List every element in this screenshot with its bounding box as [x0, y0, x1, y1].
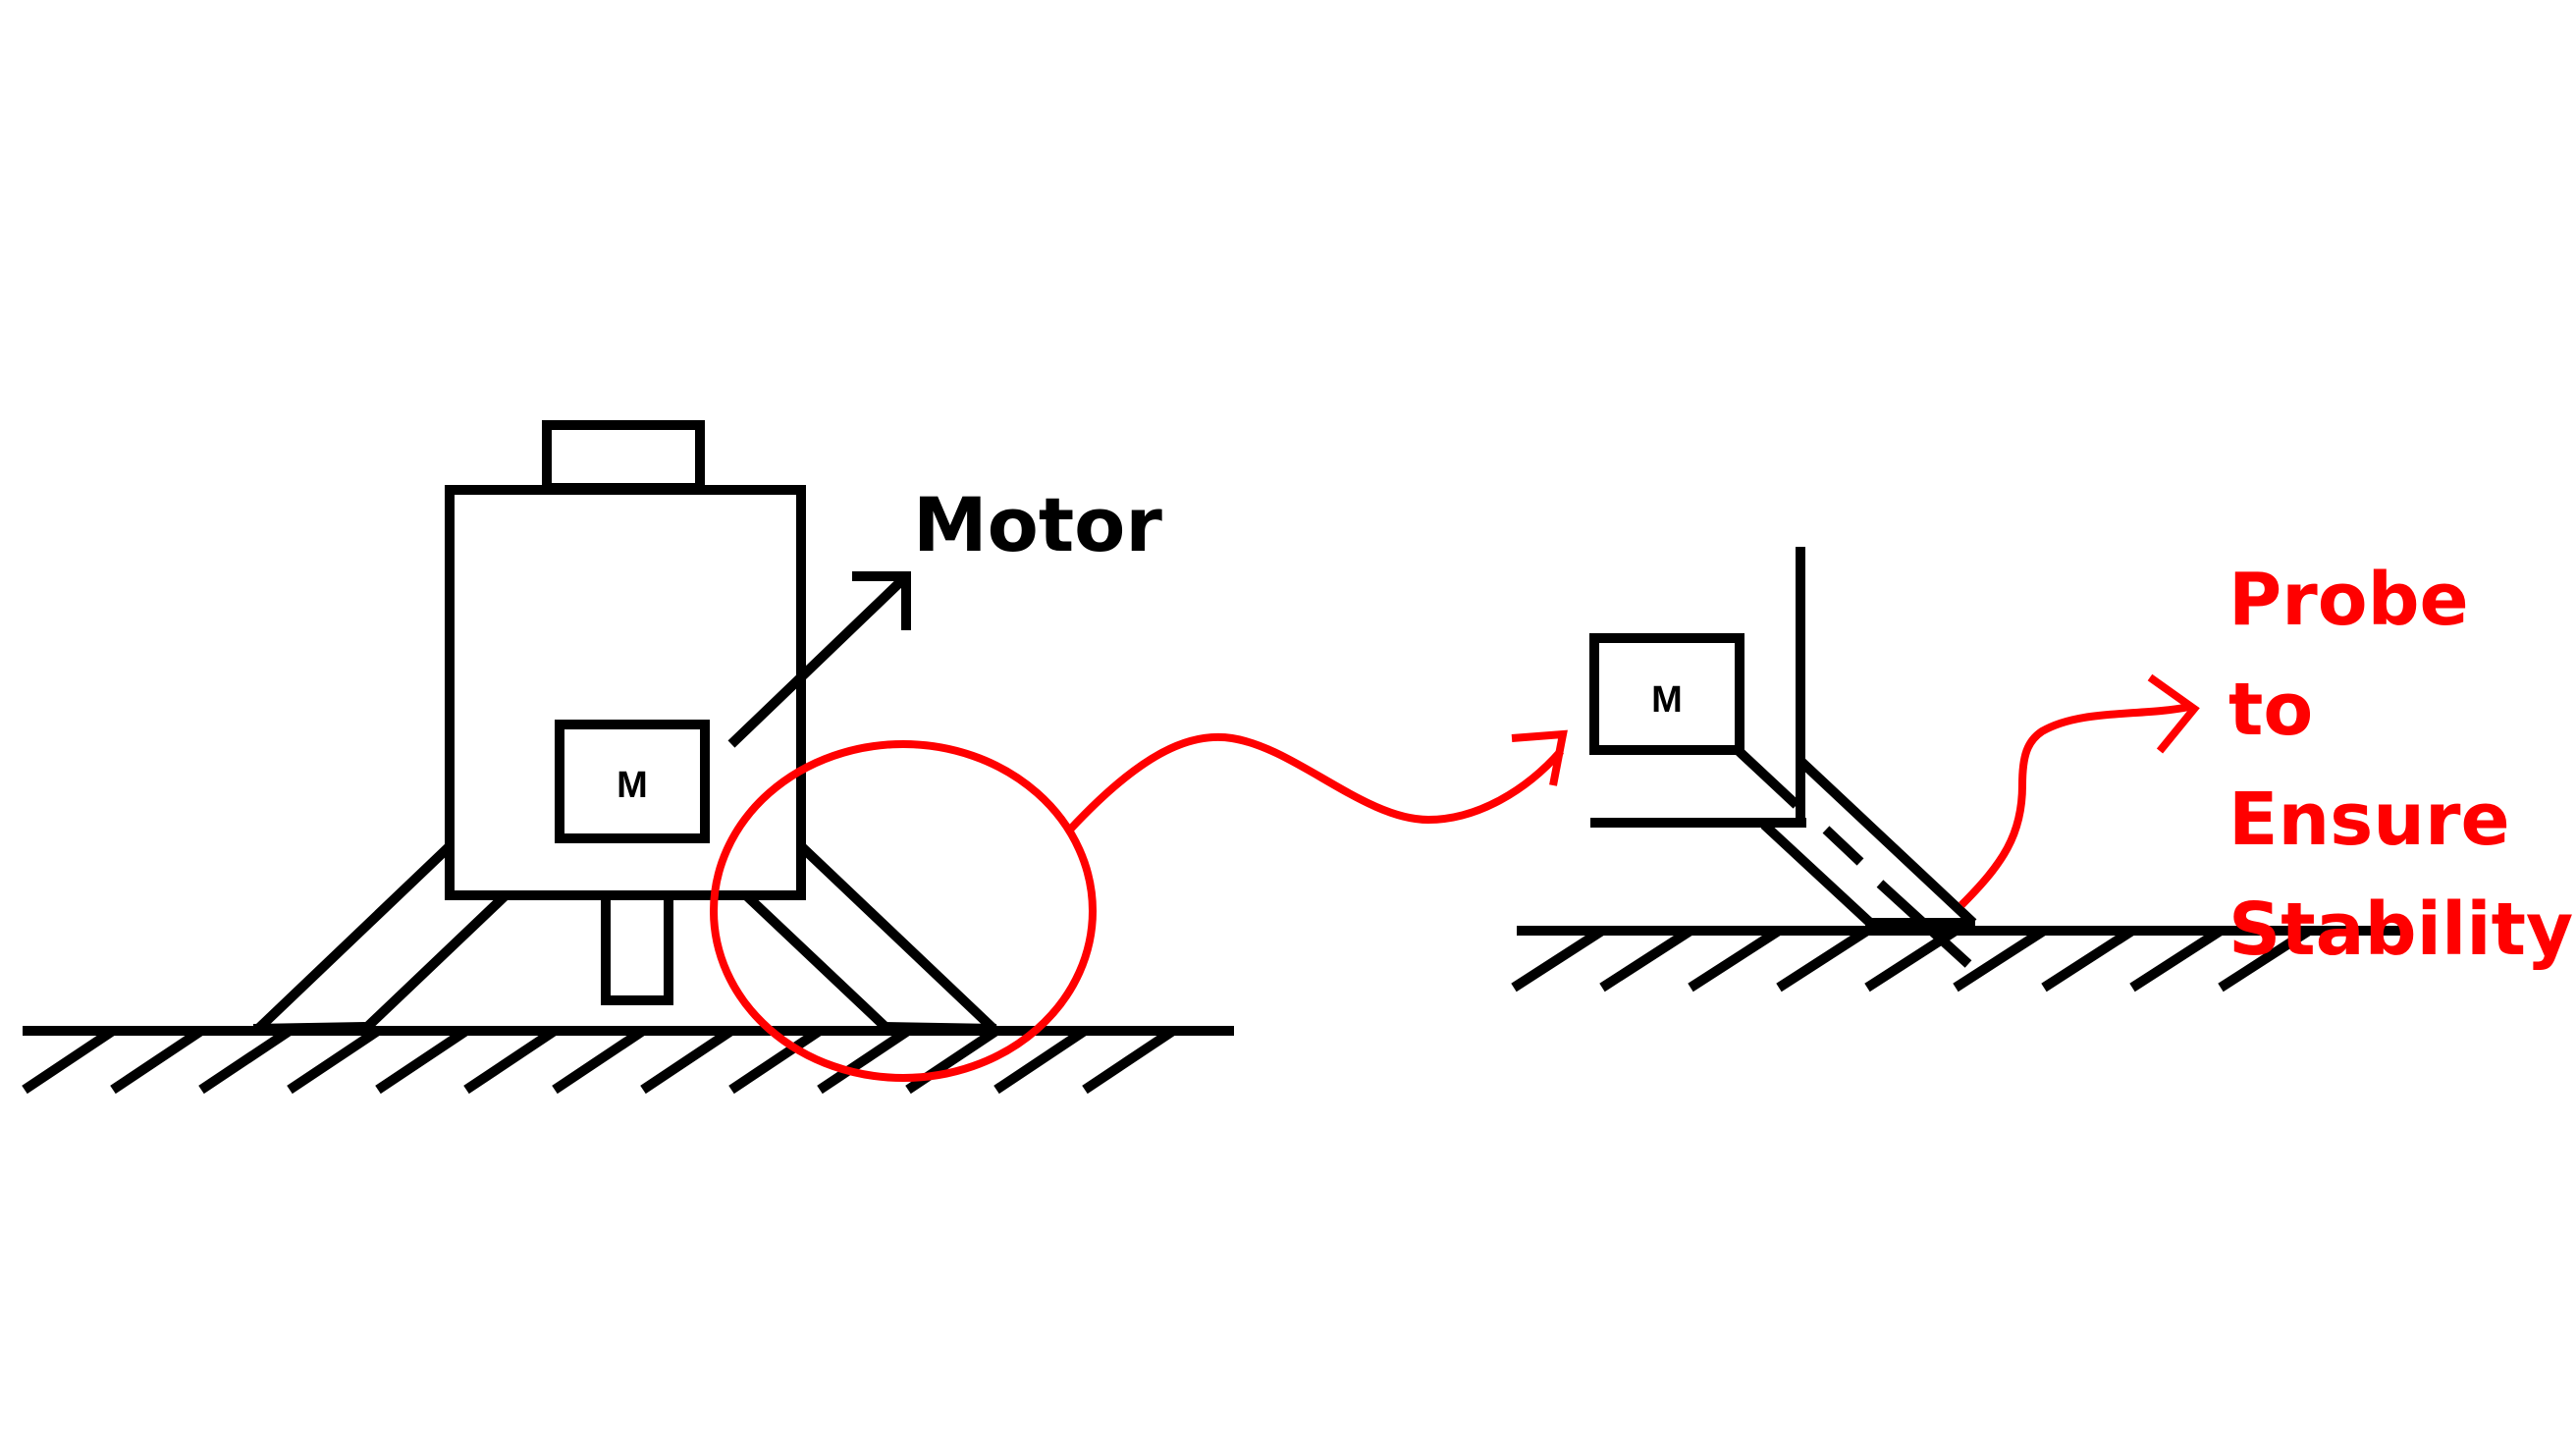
detail-brace-outer: [1797, 757, 1977, 927]
machine-assembly: M: [252, 420, 997, 1035]
ground-hatch-right: [1864, 926, 1959, 993]
ground-hatch-left: [463, 1026, 558, 1095]
probe-label-line-2: Ensure: [2228, 778, 2510, 862]
ground-hatch-right: [1511, 926, 1605, 993]
ground-hatch-left: [640, 1026, 734, 1095]
curved-arrow-right-icon: [1067, 729, 1568, 832]
ground-hatch-left: [198, 1026, 293, 1095]
ground-hatch-left: [817, 1026, 911, 1095]
machine-top-cap: [542, 420, 705, 493]
motor-box-left: [555, 720, 710, 843]
ground-hatch-left: [375, 1026, 469, 1095]
ground-left: [22, 1026, 1234, 1095]
support-leg-outer-left: [254, 842, 454, 1033]
support-leg-inner-left: [359, 891, 510, 1035]
detail-brace-inner: [1760, 821, 1874, 927]
support-leg-inner-right: [742, 891, 891, 1033]
motor-box-right: [1589, 633, 1744, 755]
motor-label: Motor: [913, 481, 1162, 568]
detail-brace-stripe-2: [1876, 880, 1972, 968]
ground-hatch-left: [993, 1026, 1088, 1095]
ground-hatch-right: [2129, 926, 2224, 993]
ground-hatch-left: [552, 1026, 646, 1095]
ground-hatch-right: [1599, 926, 1693, 993]
motor-box-right-label: M: [1651, 679, 1683, 721]
ground-hatch-left: [728, 1026, 823, 1095]
probe-label-line-3: Stability: [2228, 887, 2574, 972]
ground-hatch-left: [287, 1026, 381, 1095]
zoom-circle: [710, 740, 1097, 1082]
ground-hatch-right: [2041, 926, 2135, 993]
ground-hatch-right: [1688, 926, 1782, 993]
ground-hatch-right: [1953, 926, 2047, 993]
motor-box-left-label: M: [617, 765, 648, 806]
ground-hatch-left: [22, 1026, 116, 1095]
probe-label-line-1: Probe to: [2228, 558, 2469, 752]
ground-hatch-right: [2218, 926, 2312, 993]
probe-label: Probe to Ensure Stability: [2228, 545, 2574, 985]
support-leg-outer-right: [797, 842, 997, 1033]
curved-arrow-up-right-icon: [1959, 673, 2200, 908]
detail-brace-stripe-1: [1822, 826, 1864, 866]
arrow-up-right-icon: [727, 571, 911, 748]
ground-hatch-left: [110, 1026, 204, 1095]
ground-hatch-left: [1082, 1026, 1176, 1095]
ground-right: [1511, 926, 2403, 993]
ground-hatch-right: [1776, 926, 1870, 993]
machine-shaft: [601, 890, 673, 1005]
detail-assembly: M: [1589, 547, 1977, 968]
detail-brace-mid: [1734, 746, 1800, 809]
